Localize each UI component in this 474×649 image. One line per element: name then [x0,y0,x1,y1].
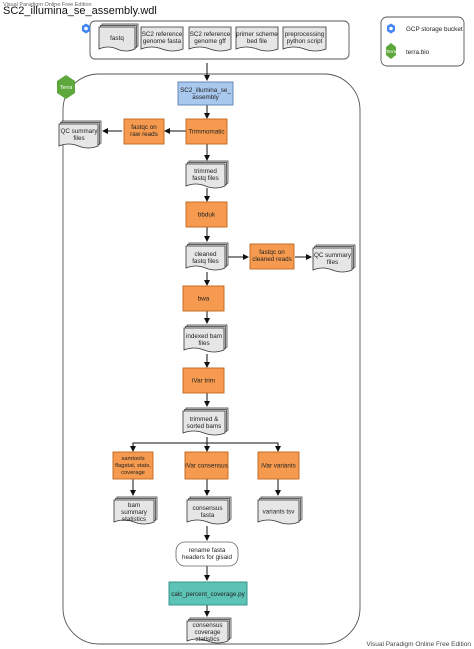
task-fastqc-clean-line2: cleaned reads [252,256,292,263]
output-cov-line1: consensus [192,622,222,629]
container-terra-logo-text: Terra [60,85,73,91]
workflow-node-line1: SC2_illumina_se_ [180,87,231,94]
input-ref-gff-line1: SC2 reference [190,31,231,38]
output-indexed-line1: indexed bam [186,333,222,340]
input-fastq: fastq [98,23,139,52]
terra-workflow-container: Terra [57,73,361,645]
output-trimmed-line2: fastq files [192,175,219,182]
legend: GCP storage bucket Terra terra.bio [380,16,465,67]
task-trimmomatic[interactable]: Trimmomatic [185,118,228,145]
output-bam-stats-line2: summary [121,509,148,516]
output-consensus-line1: consensus [192,505,222,512]
output-coverage-statistics: consensus coverage statistics [186,617,232,644]
output-sorted-line1: trimmed & [190,416,219,423]
input-fastq-label: fastq [110,35,124,42]
task-ivar-consensus-label: iVar consensus [185,463,228,470]
terra-logo-icon: Terra [57,75,75,99]
task-bbduk-label: bbduk [198,212,216,219]
script-calc-percent-coverage[interactable]: calc_percent_coverage.py [168,581,248,606]
output-sorted-line2: sorted bams [187,423,222,430]
gcp-bucket-icon [82,23,90,34]
task-ivar-variants[interactable]: iVar variants [257,451,300,480]
input-pre-line1: preprocessing [285,31,325,38]
legend-terra-label: terra.bio [406,49,430,56]
task-ivar-trim-label: iVar trim [192,378,215,385]
output-qc-cleaned: QC summary files [312,244,356,273]
input-primer-line2: bed file [247,38,268,45]
task-ivar-trim[interactable]: iVar trim [182,367,225,394]
task-fastqc-raw-line1: fastqc on [131,124,157,131]
task-fastqc-raw-line2: raw reads [130,131,158,138]
input-preprocessing-script: preprocessing python script [282,26,327,52]
output-qc-clean-line2: files [327,259,338,266]
task-samtools-line2: flagstat, stats, [115,463,151,469]
input-ref-fasta-line2: genome fasta [143,38,182,45]
task-ivar-variants-label: iVar variants [261,463,296,470]
output-consensus-fasta: consensus fasta [186,496,232,525]
edges [102,63,312,617]
output-trimmed-fastq: trimmed fastq files [185,160,229,189]
legend-terra-logo-text: Terra [386,49,397,54]
task-ivar-consensus[interactable]: iVar consensus [184,451,229,480]
output-indexed-bam: indexed bam files [183,324,228,353]
step-rename-fasta[interactable]: rename fasta headers for gisaid [175,541,239,567]
output-bam-statistics: bam summary statistics [113,496,158,525]
input-reference-gff: SC2 reference genome gff [188,26,232,52]
output-cleaned-fastq: cleaned fastq files [185,242,229,271]
input-reference-fasta: SC2 reference genome fasta [140,26,184,52]
script-calc-label: calc_percent_coverage.py [171,591,245,598]
input-ref-fasta-line1: SC2 reference [142,31,183,38]
output-cleaned-line1: cleaned [194,251,217,258]
task-trimmomatic-label: Trimmomatic [188,129,224,136]
task-samtools-line1: samtools [121,456,144,462]
output-sorted-bams: trimmed & sorted bams [182,407,229,436]
input-pre-line2: python script [287,38,323,45]
terra-logo-icon: Terra [386,43,397,59]
task-samtools-line3: coverage [121,470,145,476]
workflow-node[interactable]: SC2_illumina_se_ assembly [177,81,234,106]
output-cleaned-line2: fastq files [192,258,219,265]
diagram-title: SC2_illumina_se_assembly.wdl [3,5,157,17]
gcp-bucket-icon [387,23,395,34]
footer-watermark: Visual Paradigm Online Free Edition [366,641,471,648]
input-ref-gff-line2: genome gff [194,38,226,45]
legend-gcp-label: GCP storage bucket [406,26,463,33]
inputs-panel: fastq SC2 reference genome fasta SC2 ref… [82,20,350,60]
output-cov-line2: coverage [195,629,221,636]
task-bwa-label: bwa [198,296,210,303]
task-fastqc-cleaned[interactable]: fastqc on cleaned reads [249,243,295,270]
task-bbduk[interactable]: bbduk [185,201,228,228]
output-cov-line3: statistics [195,636,219,643]
output-bam-stats-line1: bam [128,502,140,509]
output-consensus-line2: fasta [201,512,215,519]
step-rename-line2: headers for gisaid [182,554,233,561]
output-qc-raw-line2: files [73,135,84,142]
output-qc-raw-line1: QC summary [60,128,98,135]
output-qc-clean-line1: QC summary [314,252,352,259]
step-rename-line1: rename fasta [189,547,226,554]
input-primer-bed: primer scheme bed file [235,26,279,52]
task-samtools[interactable]: samtools flagstat, stats, coverage [112,451,154,480]
task-fastqc-clean-line1: fastqc on [259,249,285,256]
output-variants-tsv: variants tsv [257,496,303,525]
workflow-node-line2: assembly [192,94,219,101]
input-primer-line1: primer scheme [236,31,278,38]
output-trimmed-line1: trimmed [194,168,217,175]
output-indexed-line2: files [198,340,209,347]
output-variants-label: variants tsv [263,509,296,516]
task-fastqc-raw[interactable]: fastqc on raw reads [123,118,165,145]
output-qc-raw: QC summary files [58,120,102,149]
watermark-text: Visual Paradigm Online Free Edition [3,2,92,8]
output-bam-stats-line3: statistics [122,516,146,523]
task-bwa[interactable]: bwa [182,285,225,312]
